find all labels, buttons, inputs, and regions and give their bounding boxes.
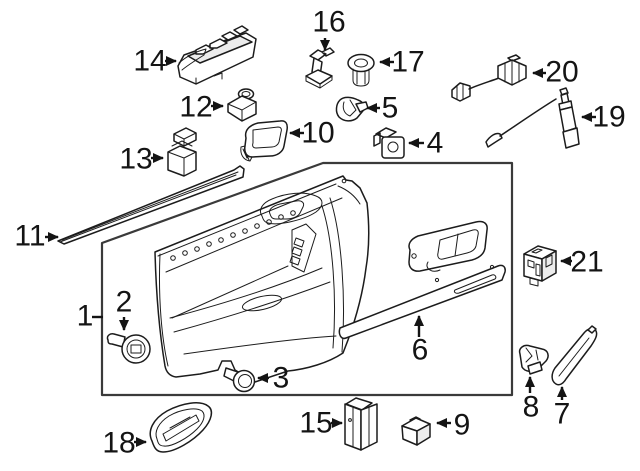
callout-10-label: 10	[301, 117, 334, 150]
callout-16[interactable]: 16	[312, 6, 346, 51]
part-20-harness-drawing	[451, 54, 527, 102]
callout-17-label: 17	[391, 46, 424, 79]
part-7-sail-trim-drawing	[551, 325, 598, 386]
callout-8-label: 8	[523, 391, 540, 424]
callout-19-label: 19	[592, 101, 625, 134]
part-4-square-clip-drawing	[373, 127, 405, 159]
callout-9[interactable]: 9	[436, 409, 471, 442]
part-2-grommet-drawing	[106, 333, 151, 364]
callout-20[interactable]: 20	[532, 56, 579, 89]
part-15-switch-drawing	[344, 397, 378, 451]
callout-3[interactable]: 3	[257, 362, 290, 395]
door-trim-panel-drawing	[154, 175, 370, 383]
callout-17[interactable]: 17	[379, 46, 425, 79]
part-16-bracket-clip-drawing	[305, 47, 335, 89]
callout-11[interactable]: 11	[14, 220, 59, 253]
callout-1[interactable]: 1	[77, 300, 103, 333]
part-13-switch-drawing	[167, 127, 197, 177]
callout-11-label: 11	[14, 220, 45, 253]
part-3-retainer-clip-drawing	[223, 367, 256, 393]
callout-12[interactable]: 12	[179, 91, 224, 124]
callout-14-label: 14	[133, 45, 166, 78]
callout-4-label: 4	[427, 127, 444, 160]
callout-7[interactable]: 7	[554, 386, 571, 431]
callout-2[interactable]: 2	[116, 286, 133, 331]
callout-5-label: 5	[382, 92, 399, 125]
callout-21-label: 21	[570, 246, 603, 279]
callout-13-label: 13	[119, 143, 152, 176]
callout-3-label: 3	[273, 362, 290, 395]
part-9-switch-blank-drawing	[401, 416, 431, 446]
part-17-grommet-nut-drawing	[347, 53, 375, 87]
part-12-mirror-switch-drawing	[227, 88, 257, 122]
callout-16-label: 16	[312, 6, 345, 39]
part-6-lower-trim-strip-drawing	[338, 264, 506, 340]
callout-18-label: 18	[102, 427, 135, 460]
callout-21[interactable]: 21	[560, 246, 604, 279]
callout-20-label: 20	[545, 56, 578, 89]
callout-15[interactable]: 15	[299, 407, 343, 440]
callout-9-label: 9	[454, 409, 471, 442]
callout-18[interactable]: 18	[102, 427, 147, 460]
callout-14[interactable]: 14	[133, 45, 177, 78]
callout-19[interactable]: 19	[581, 101, 626, 134]
callout-1-label: 1	[77, 300, 94, 333]
part-11-belt-molding-drawing	[57, 165, 245, 245]
callout-2-label: 2	[116, 286, 133, 319]
callout-6-label: 6	[412, 334, 429, 367]
callout-15-label: 15	[299, 407, 332, 440]
callout-13[interactable]: 13	[119, 143, 164, 176]
callout-6[interactable]: 6	[412, 315, 429, 367]
callout-layer: 1 2 3 4 5 6 7 8	[14, 6, 625, 460]
part-19-antenna-cable-drawing	[485, 87, 580, 149]
part-21-control-module-drawing	[523, 245, 557, 287]
part-18-pull-handle-drawing	[149, 402, 213, 453]
part-5-spring-clip-drawing	[335, 96, 369, 122]
callout-8[interactable]: 8	[523, 376, 540, 424]
callout-12-label: 12	[179, 91, 212, 124]
inner-handle-bezel-drawing	[408, 220, 488, 272]
part-8-clip-drawing	[518, 344, 549, 375]
part-14-window-switch-drawing	[177, 25, 257, 85]
callout-5[interactable]: 5	[366, 92, 399, 125]
callout-10[interactable]: 10	[289, 117, 335, 150]
part-10-courtesy-lamp-drawing	[240, 120, 288, 162]
callout-4[interactable]: 4	[408, 127, 444, 160]
callout-7-label: 7	[554, 398, 571, 431]
